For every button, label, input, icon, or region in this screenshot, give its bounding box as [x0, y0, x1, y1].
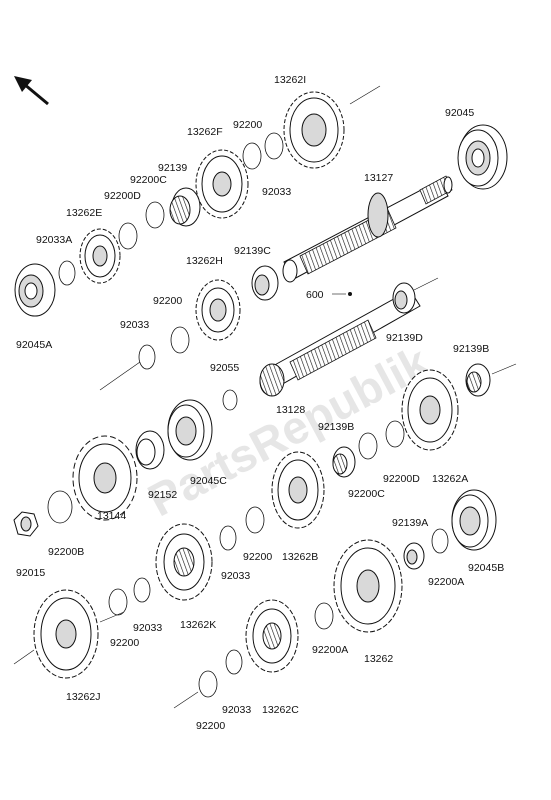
label-92139B-right: 92139B — [453, 343, 489, 355]
label-92033A: 92033A — [36, 234, 72, 246]
label-13262B: 13262B — [282, 551, 318, 563]
circlip-92033-low — [219, 525, 237, 551]
bearing-92045C — [167, 399, 213, 461]
front-direction-arrow-icon — [14, 76, 49, 106]
gear-13262C — [245, 599, 299, 673]
label-13262F: 13262F — [187, 126, 223, 138]
gear-13262J — [33, 589, 99, 679]
input-shaft-13128 — [259, 289, 421, 397]
gear-13262F — [195, 149, 249, 219]
bushing-92139D — [392, 282, 416, 314]
washer-92200-mid — [170, 326, 190, 354]
washer-92200D — [385, 420, 405, 448]
label-92139B: 92139B — [318, 421, 354, 433]
label-92200: 92200 — [233, 119, 262, 131]
label-13262A: 13262A — [432, 473, 468, 485]
circlip-92033A — [58, 260, 76, 286]
circlip-92033-top — [264, 132, 284, 160]
label-92200A: 92200A — [312, 644, 348, 656]
gear-13262K — [155, 523, 213, 601]
bushing-92139B-right — [465, 363, 491, 397]
label-92200-low: 92200 — [243, 551, 272, 563]
washer-92200-bot — [198, 670, 218, 698]
bushing-92139C — [251, 265, 279, 301]
label-13262I: 13262I — [274, 74, 306, 86]
label-92045B: 92045B — [468, 562, 504, 574]
collar-92152 — [135, 430, 165, 470]
label-13262J: 13262J — [66, 691, 100, 703]
washer-92200C-top — [118, 222, 138, 250]
label-92055: 92055 — [210, 362, 239, 374]
label-92200-mid: 92200 — [153, 295, 182, 307]
label-92139: 92139 — [158, 162, 187, 174]
label-13262E: 13262E — [66, 207, 102, 219]
washer-92200A — [314, 602, 334, 630]
circlip-92033-low2 — [133, 577, 151, 603]
gear-13262H — [195, 279, 241, 341]
label-92045: 92045 — [445, 107, 474, 119]
gear-13262A — [401, 369, 459, 451]
label-92033-mid: 92033 — [120, 319, 149, 331]
needle-bearing-92139B — [332, 446, 356, 478]
washer-92200-low — [245, 506, 265, 534]
label-92139D: 92139D — [386, 332, 423, 344]
label-92033: 92033 — [262, 186, 291, 198]
gear-13262I — [283, 91, 345, 169]
circlip-92033-bot — [225, 649, 243, 675]
washer-92200-low2 — [108, 588, 128, 616]
label-13128: 13128 — [276, 404, 305, 416]
label-600: 600 — [306, 289, 324, 301]
washer-92200D-top — [145, 201, 165, 229]
label-92200-low2: 92200 — [110, 637, 139, 649]
label-92045C: 92045C — [190, 475, 227, 487]
label-92139A: 92139A — [392, 517, 428, 529]
shaft-assembly-600-marker — [348, 292, 352, 296]
gear-13262E — [79, 228, 121, 284]
label-92200C-top: 92200C — [130, 174, 167, 186]
circlip-92033-mid — [138, 344, 156, 370]
label-13127: 13127 — [364, 172, 393, 184]
output-shaft-13127 — [282, 175, 453, 283]
part-labels: 13262I 92045 13262F 92200 92139 92033 13… — [16, 74, 504, 732]
label-13262K: 13262K — [180, 619, 216, 631]
label-92200D-top: 92200D — [104, 190, 141, 202]
bearing-92045B — [451, 489, 497, 551]
label-92033-low: 92033 — [221, 570, 250, 582]
label-92015: 92015 — [16, 567, 45, 579]
sprocket-13144 — [72, 435, 138, 521]
label-92033-low2: 92033 — [133, 622, 162, 634]
washer-92200-top — [242, 142, 262, 170]
label-92200B: 92200B — [48, 546, 84, 558]
washer-92200A-right — [431, 528, 449, 554]
label-13262H: 13262H — [186, 255, 223, 267]
label-92200D: 92200D — [383, 473, 420, 485]
label-92200C: 92200C — [348, 488, 385, 500]
label-13262: 13262 — [364, 653, 393, 665]
washer-92200B — [47, 490, 73, 524]
label-92200-bot: 92200 — [196, 720, 225, 732]
label-92139C: 92139C — [234, 245, 271, 257]
needle-bearing-92139-top — [169, 187, 201, 227]
nut-92015 — [13, 511, 39, 537]
label-92045A: 92045A — [16, 339, 52, 351]
bearing-92045 — [457, 124, 508, 190]
label-13144: 13144 — [97, 510, 126, 522]
label-92152: 92152 — [148, 489, 177, 501]
washer-92200C — [358, 432, 378, 460]
label-13262C: 13262C — [262, 704, 299, 716]
gear-13262B — [271, 451, 325, 529]
label-92200A-right: 92200A — [428, 576, 464, 588]
label-92033-bot: 92033 — [222, 704, 251, 716]
bushing-92139A — [403, 542, 425, 570]
bearing-92045A — [14, 263, 56, 317]
circlip-92055 — [222, 389, 238, 411]
gear-13262 — [333, 539, 403, 633]
